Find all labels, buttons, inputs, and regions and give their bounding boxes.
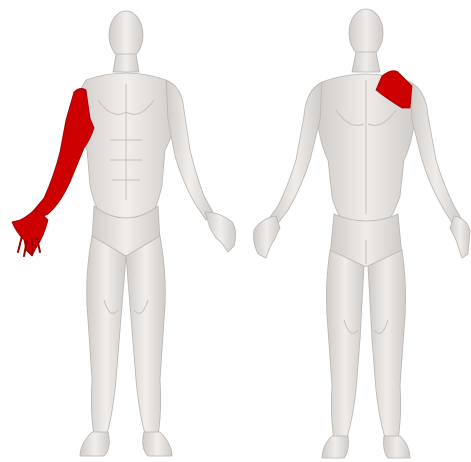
front-body-figure: [0, 0, 250, 462]
front-body-silhouette: [74, 11, 236, 456]
back-body-figure: [236, 0, 471, 462]
back-body-silhouette: [254, 9, 471, 458]
front-body-svg: [0, 0, 250, 462]
back-body-svg: [236, 0, 471, 462]
front-right-arm-highlight: [12, 88, 94, 256]
